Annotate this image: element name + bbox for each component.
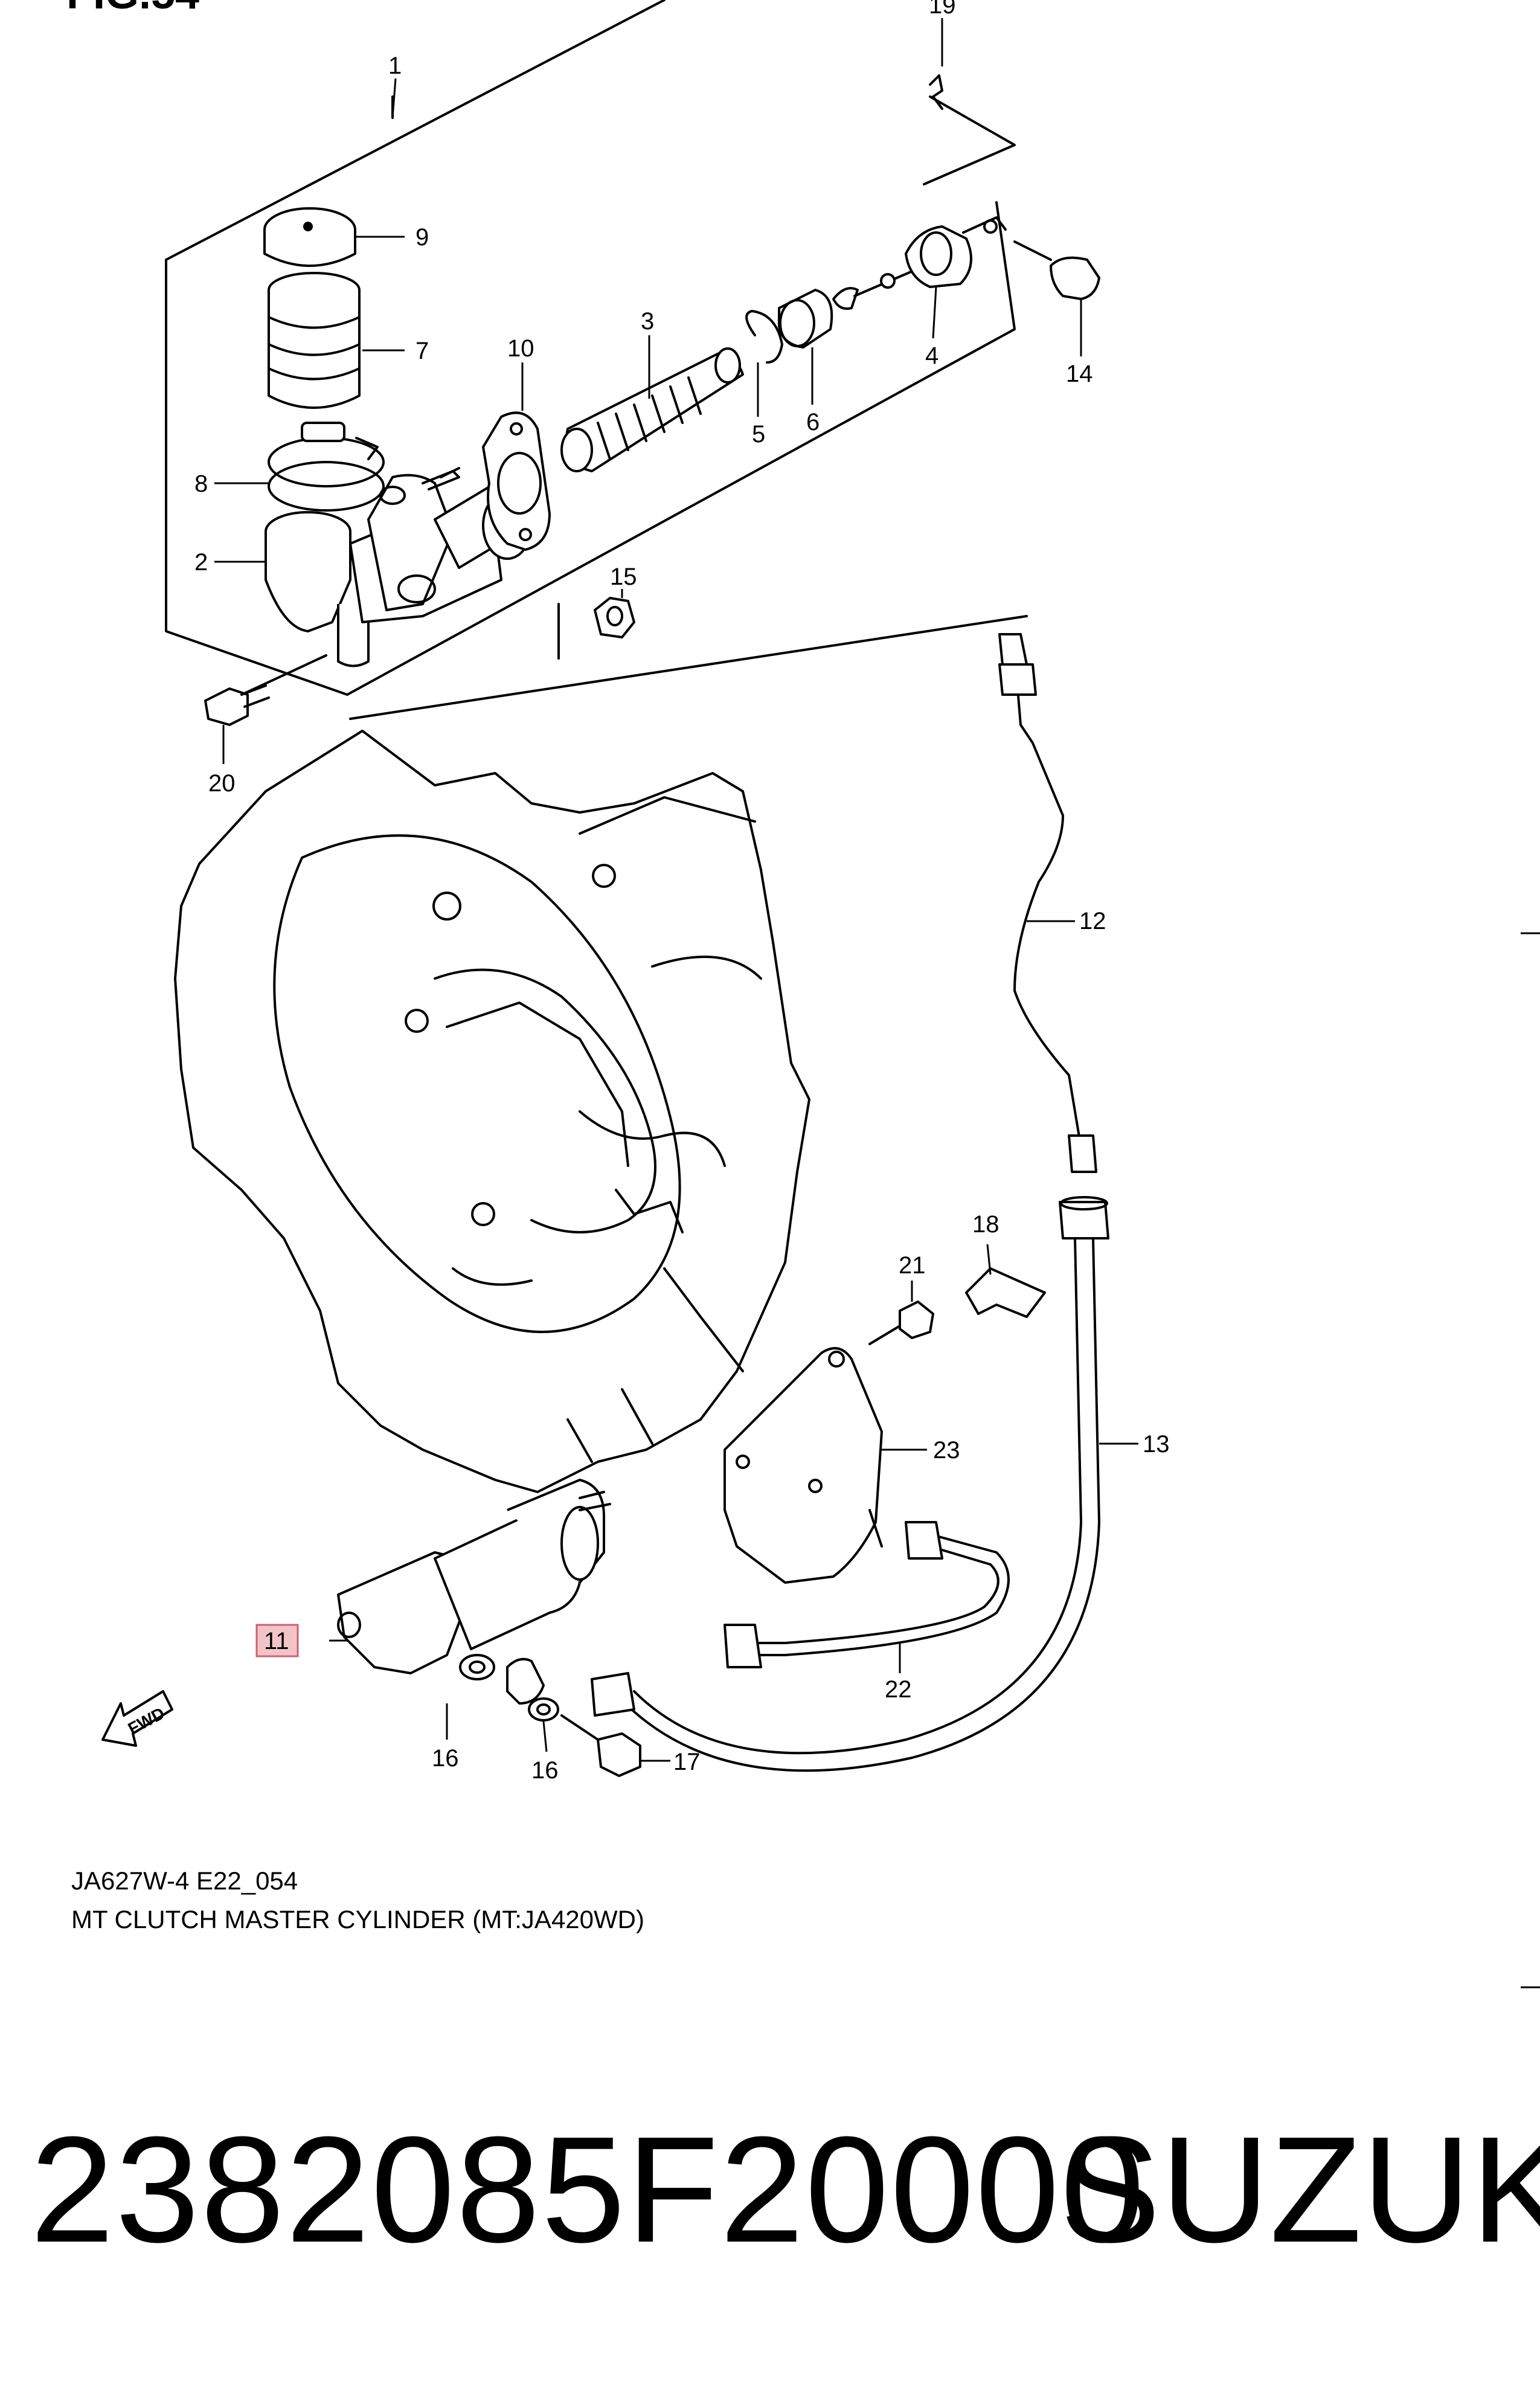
callout-9: 9	[415, 224, 429, 251]
callout-2: 2	[194, 549, 208, 576]
cylinder-body	[265, 467, 533, 667]
diagram-background	[0, 0, 1540, 1987]
callout-21: 21	[899, 1252, 926, 1279]
callout-1: 1	[388, 53, 402, 79]
callout-5: 5	[752, 421, 765, 448]
upper-pipe	[998, 633, 1109, 1239]
boot	[778, 289, 833, 349]
callout-17: 17	[673, 1749, 701, 1775]
callout-6: 6	[806, 409, 820, 436]
bolt-17	[560, 1714, 641, 1777]
bracket	[723, 1347, 883, 1584]
part-number: 2382085F20000	[30, 2105, 1146, 2274]
callout-18: 18	[972, 1211, 999, 1238]
callout-14: 14	[1066, 361, 1093, 387]
snap-ring	[745, 310, 783, 364]
lower-pipe	[591, 1521, 1010, 1717]
master-cylinder-assembly-box	[165, 0, 1028, 720]
callout-16b: 16	[531, 1757, 559, 1784]
reservoir-cap	[263, 207, 356, 267]
callout-13: 13	[1143, 1431, 1170, 1458]
reservoir	[268, 272, 361, 409]
callout-8: 8	[194, 471, 208, 497]
callout-22: 22	[885, 1676, 912, 1703]
transmission-housing	[174, 730, 810, 1493]
callout-16a: 16	[432, 1745, 459, 1772]
piston	[560, 347, 744, 472]
clamp-ring	[268, 422, 385, 512]
callout-20: 20	[208, 770, 236, 797]
nut	[557, 597, 635, 660]
flex-hose	[624, 1237, 1100, 1772]
callout-23: 23	[933, 1437, 960, 1464]
clevis-pin	[1013, 240, 1100, 300]
callout-4: 4	[925, 342, 938, 369]
callout-19: 19	[929, 0, 956, 19]
callout-15: 15	[610, 564, 637, 590]
release-cylinder	[337, 1479, 611, 1674]
callout-11-highlight	[255, 1624, 299, 1657]
callout-7: 7	[415, 338, 429, 364]
leader-lines	[214, 18, 1138, 1762]
washers	[459, 1654, 559, 1722]
figure-label: FIG.54	[66, 0, 199, 18]
caption-code: JA627W-4 E22_054	[71, 1866, 298, 1895]
push-rod	[832, 216, 1007, 310]
brand-name: SUZUKI	[1060, 2105, 1540, 2274]
caption-title: MT CLUTCH MASTER CYLINDER (MT:JA420WD)	[71, 1905, 644, 1934]
callout-labels: 1 2 3 4 5 6 7 8 9 10 11 12 13 14 15 16 1…	[194, 0, 1170, 1784]
bolt-20	[204, 654, 327, 726]
callout-3: 3	[641, 308, 654, 335]
callout-10: 10	[507, 335, 534, 362]
bolt-21	[868, 1300, 934, 1345]
callout-11: 11	[264, 1628, 289, 1654]
gasket	[482, 411, 551, 551]
callout-12: 12	[1079, 908, 1106, 934]
clip-pin	[929, 74, 943, 110]
